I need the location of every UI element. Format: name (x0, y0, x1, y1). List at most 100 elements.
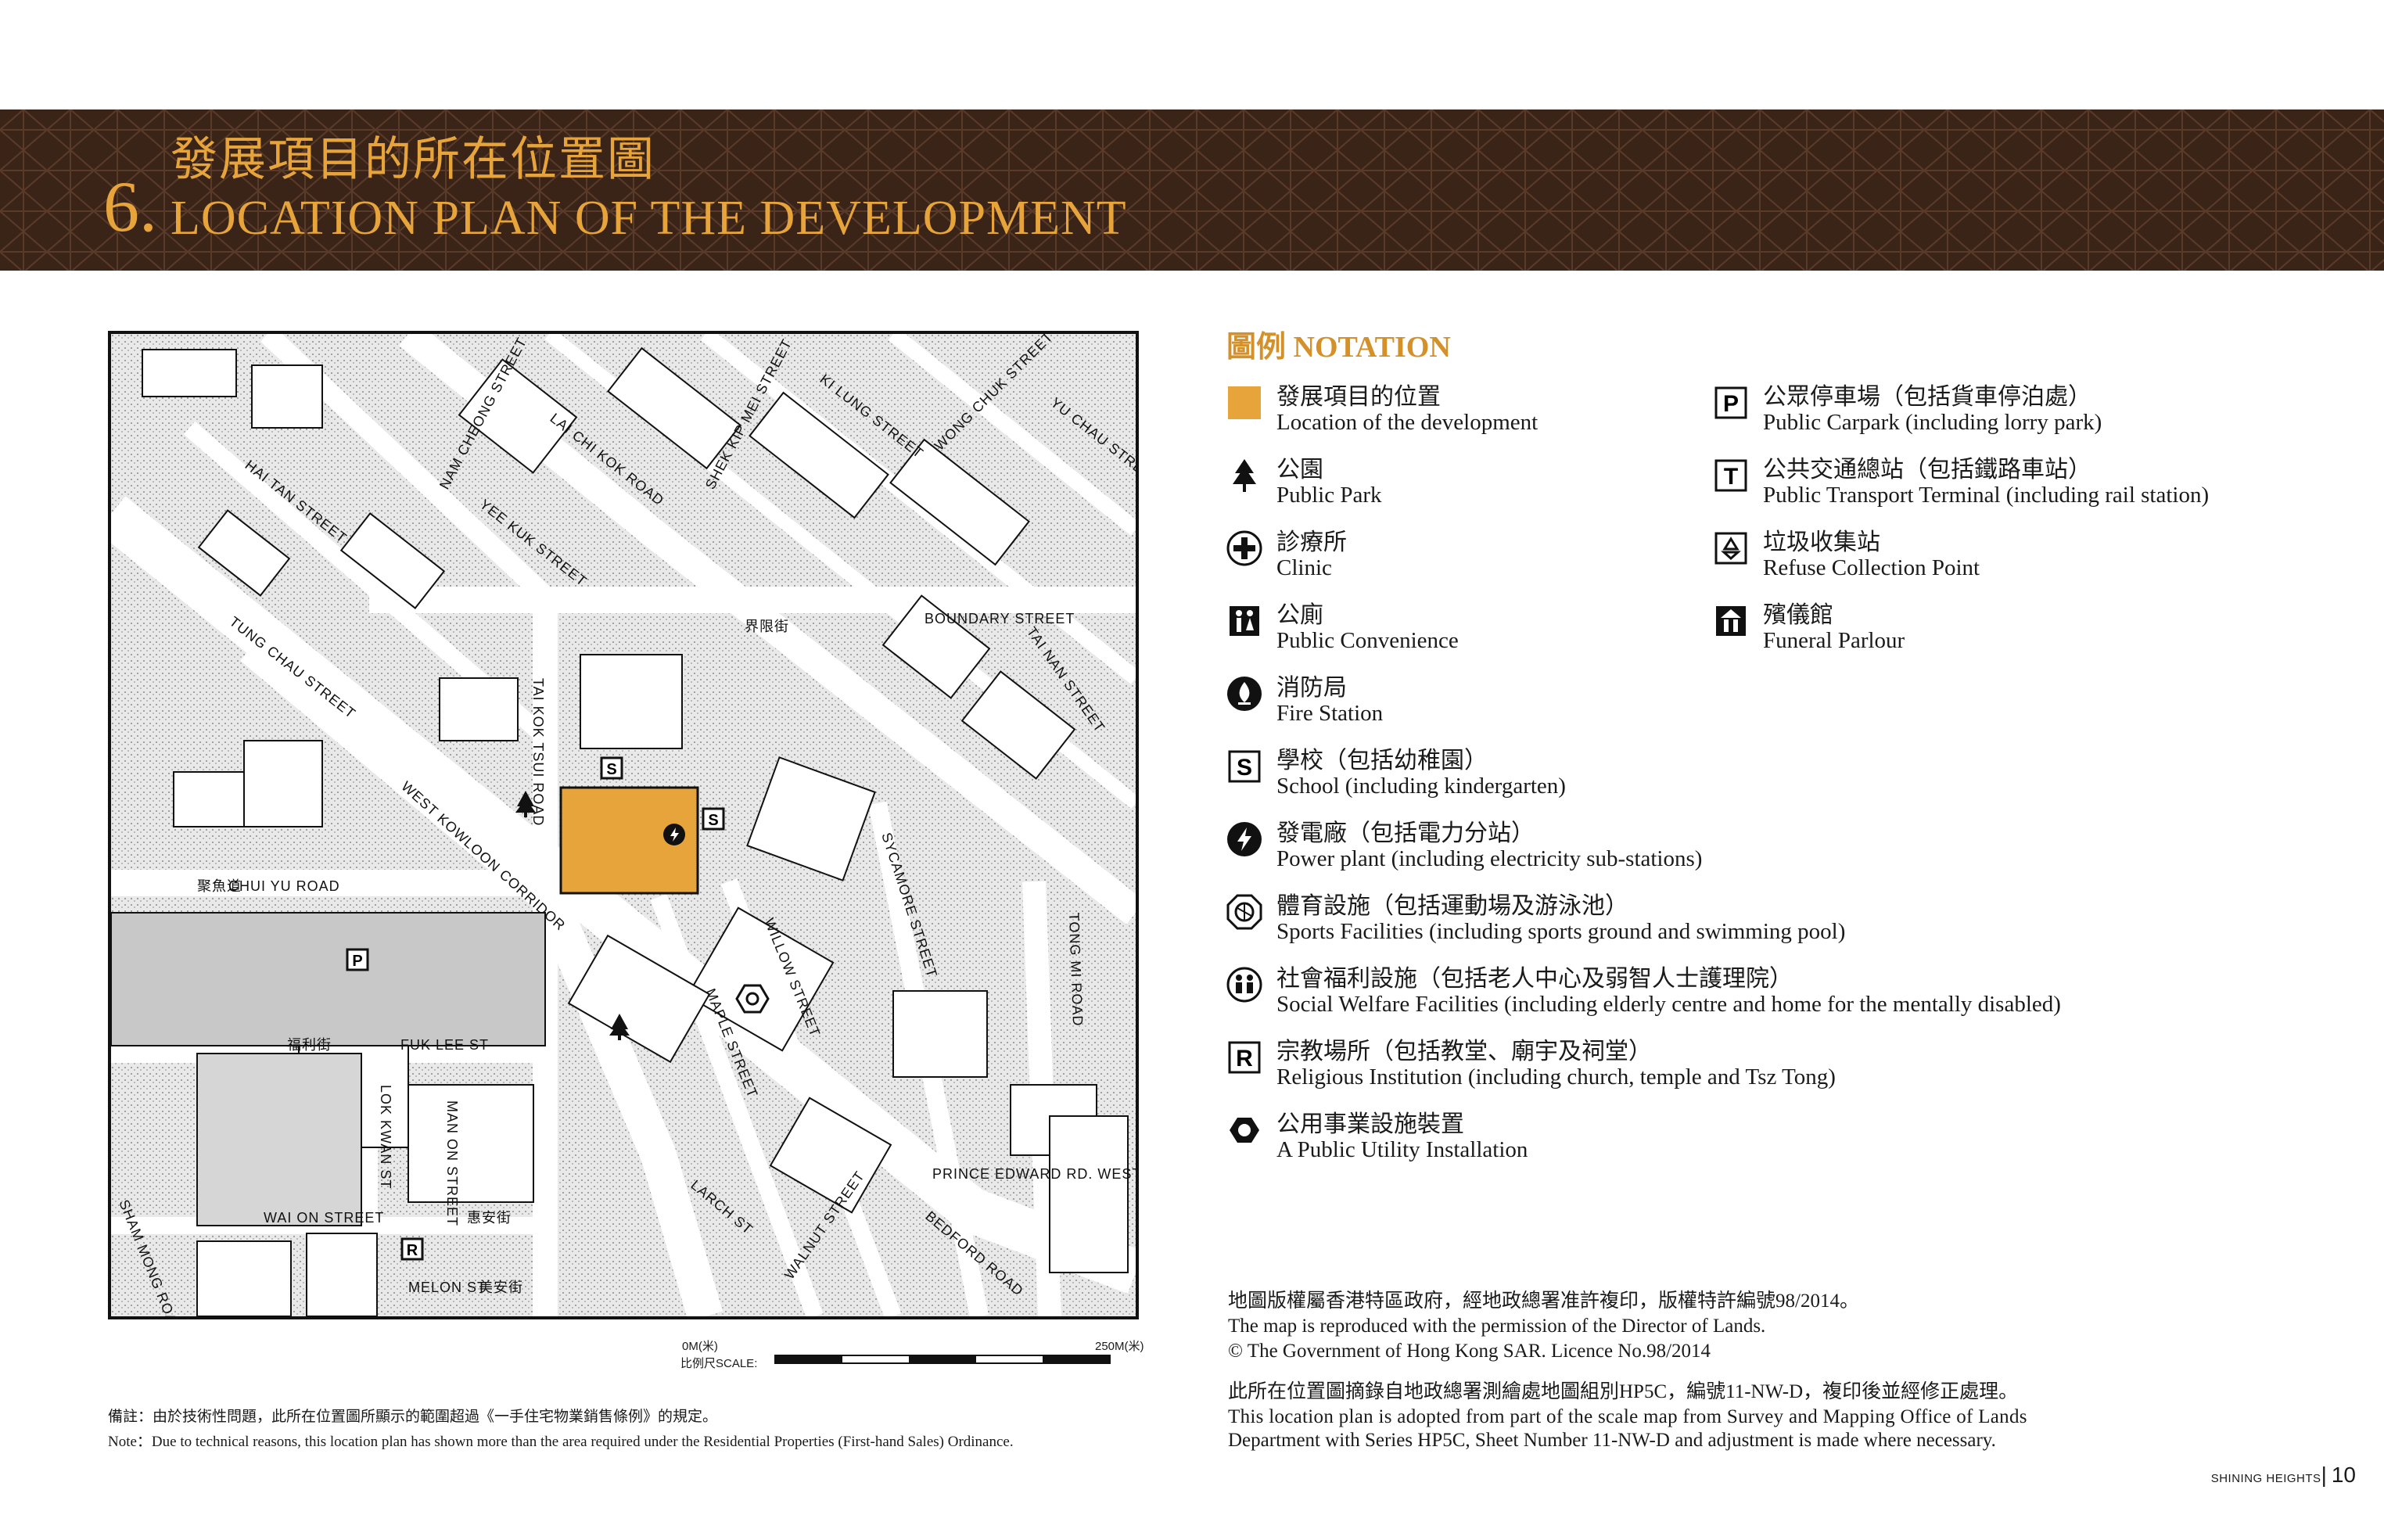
legend-en: Public Carpark (including lorry park) (1763, 410, 2102, 435)
svg-text:S: S (606, 761, 616, 778)
legend-toilet: 公廁 Public Convenience (1226, 603, 1459, 653)
legend-en: Religious Institution (including church,… (1276, 1064, 1836, 1089)
sports-icon (1226, 894, 1262, 930)
legend-zh: 體育設施（包括運動場及游泳池） (1276, 893, 1628, 919)
header-banner: 6. 發展項目的所在位置圖 LOCATION PLAN OF THE DEVEL… (0, 109, 2384, 271)
legend-en: A Public Utility Installation (1276, 1137, 1528, 1162)
credit-permission: The map is reproduced with the permissio… (1228, 1316, 1766, 1337)
svg-text:P: P (352, 953, 362, 970)
legend-en: Power plant (including electricity sub-s… (1276, 846, 1703, 871)
legend-zh: 垃圾收集站 (1763, 529, 1880, 555)
street-label: MELON ST (408, 1280, 486, 1295)
fire-station-icon (1227, 677, 1262, 711)
carpark-icon: P (1714, 386, 1747, 419)
footer-brand: SHINING HEIGHTS (2210, 1472, 2321, 1485)
street-label: FUK LEE ST (400, 1037, 489, 1053)
scale-end: 250M(米) (1095, 1340, 1144, 1353)
tree-icon (609, 1014, 630, 1040)
legend-zh: 公園 (1276, 457, 1323, 483)
legend-en: Public Transport Terminal (including rai… (1763, 483, 2210, 508)
banner-pattern (0, 109, 2384, 271)
road-maple (650, 894, 824, 1316)
legend-zh: 公用事業設施裝置 (1276, 1111, 1464, 1137)
road-wong-chuk (888, 334, 1136, 536)
school-icon: S (600, 756, 623, 780)
legend-en: Sports Facilities (including sports grou… (1276, 919, 1846, 944)
legend-en: Public Convenience (1276, 628, 1459, 653)
scale-ruler (774, 1355, 1111, 1364)
legend-en: Location of the development (1276, 410, 1538, 435)
svg-text:R: R (407, 1242, 418, 1259)
street-label: 美安街 (479, 1280, 523, 1295)
legend-en: Funeral Parlour (1763, 628, 1905, 653)
legend-en: School (including kindergarten) (1276, 774, 1566, 799)
legend-social-welfare: 社會福利設施（包括老人中心及弱智人士護理院）Social Welfare Fac… (1226, 967, 2061, 1017)
credit-copyright-zh: 地圖版權屬香港特區政府，經地政總署准許複印，版權特許編號98/2014。 (1228, 1291, 1859, 1312)
clinic-icon (1226, 530, 1262, 566)
svg-text:R: R (1236, 1046, 1253, 1072)
map-drawing: S S P R LAI CHI KOK ROAD TUNG CHAU STREE… (111, 334, 1136, 1316)
utility-icon (1230, 1118, 1259, 1143)
note-zh: 備註：由於技術性問題，此所在位置圖所顯示的範圍超過《一手住宅物業銷售條例》的規定… (108, 1409, 718, 1425)
park-area (196, 1053, 362, 1226)
credit-source-zh: 此所在位置圖摘錄自地政總署測繪處地圖組別HP5C，編號11-NW-D，複印後並經… (1228, 1381, 2019, 1402)
location-map: S S P R LAI CHI KOK ROAD TUNG CHAU STREE… (108, 331, 1139, 1319)
power-icon (1227, 822, 1262, 856)
section-number: 6. (103, 167, 157, 246)
social-welfare-icon (1226, 967, 1262, 1003)
transport-icon: T (1714, 459, 1747, 492)
legend-zh: 公共交通總站（包括鐵路車站） (1763, 457, 2091, 483)
toilet-icon (1230, 606, 1259, 636)
legend-en: Refuse Collection Point (1763, 555, 1980, 580)
funeral-icon (1716, 606, 1746, 636)
building-blocks (142, 346, 1129, 1316)
legend-zh: 公廁 (1276, 602, 1323, 628)
legend-religious: R 宗教場所（包括教堂、廟宇及祠堂）Religious Institution … (1226, 1039, 1836, 1089)
legend-sports: 體育設施（包括運動場及游泳池）Sports Facilities (includ… (1226, 894, 1845, 944)
street-label: LOK KWAN ST (378, 1085, 393, 1189)
svg-text:S: S (1237, 755, 1252, 781)
street-label: 聚魚道 (197, 878, 242, 894)
street-label: PRINCE EDWARD RD. WEST (932, 1166, 1136, 1182)
school-icon: S (702, 807, 725, 831)
legend-zh: 診療所 (1276, 529, 1347, 555)
legend-zh: 殯儀館 (1763, 602, 1833, 628)
school-icon: S (1228, 750, 1261, 783)
page-number: 10 (2331, 1463, 2356, 1487)
svg-text:T: T (1724, 464, 1738, 490)
sports-icon (735, 984, 770, 1014)
legend-en: Public Park (1276, 483, 1382, 508)
credit-licence: © The Government of Hong Kong SAR. Licen… (1228, 1341, 1711, 1362)
street-label: MAN ON STREET (444, 1100, 460, 1226)
page-title-zh: 發展項目的所在位置圖 (171, 134, 655, 185)
legend-transport: T 公共交通總站（包括鐵路車站）Public Transport Termina… (1713, 458, 2209, 508)
legend-zh: 公眾停車場（包括貨車停泊處） (1763, 384, 2091, 410)
page-title-en: LOCATION PLAN OF THE DEVELOPMENT (171, 192, 1127, 245)
power-icon (663, 824, 685, 845)
street-label: 惠安街 (467, 1210, 512, 1226)
legend-power: 發電廠（包括電力分站）Power plant (including electr… (1226, 821, 1702, 871)
religious-icon: R (400, 1237, 424, 1261)
legend-zh: 宗教場所（包括教堂、廟宇及祠堂） (1276, 1039, 1652, 1064)
legend-en: Social Welfare Facilities (including eld… (1276, 992, 2061, 1017)
legend-zh: 社會福利設施（包括老人中心及弱智人士護理院） (1276, 966, 1793, 992)
notation-title: 圖例 NOTATION (1226, 331, 1451, 364)
legend-school: S 學校（包括幼稚園）School (including kindergarte… (1226, 748, 1566, 799)
legend-en: Fire Station (1276, 701, 1384, 726)
street-label: WAI ON STREET (264, 1210, 384, 1226)
svg-text:P: P (1723, 391, 1739, 417)
road-corridor (240, 633, 723, 1316)
legend-zh: 學校（包括幼稚園） (1276, 748, 1488, 774)
religious-icon: R (1228, 1041, 1261, 1074)
tree-icon (515, 791, 536, 817)
development-swatch (1228, 386, 1261, 419)
footer: SHINING HEIGHTS|10 (2210, 1463, 2356, 1487)
scale-bar: 比例尺SCALE: 0M(米) 250M(米) (587, 1334, 1150, 1381)
scale-prefix: 比例尺SCALE: (680, 1357, 758, 1370)
